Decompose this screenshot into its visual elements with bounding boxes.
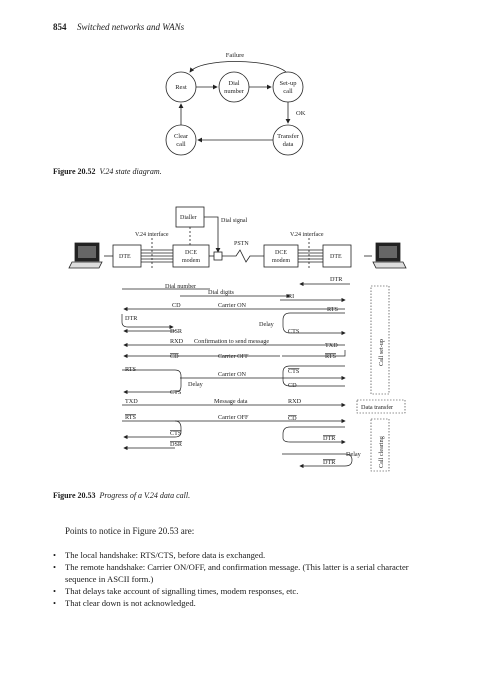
state-transfer-data (272, 124, 304, 156)
figure-20-52-caption: Figure 20.52 V.24 state diagram. (53, 167, 162, 176)
sig-cd-bar-l1: CD (170, 353, 179, 360)
edge-failure-label: Failure (226, 52, 245, 59)
sig-dsr-l1: DSR (170, 328, 183, 335)
state-setup-call (272, 71, 304, 103)
page-number: 854 (53, 22, 67, 32)
state-dial-label-2: number (224, 88, 245, 95)
sig-cd-bar-r: CD (288, 415, 297, 422)
state-setup-label-2: call (283, 88, 293, 95)
sig-txd-r: TXD (325, 342, 338, 349)
sig-delay-3: Delay (346, 451, 362, 458)
sig-message-data: Message data (214, 398, 248, 405)
running-title: Switched networks and WANs (77, 22, 185, 32)
sig-cts-r1: CTS (288, 328, 300, 335)
state-transfer-label-1: Transfer (277, 133, 300, 140)
sig-dial-digits: Dial digits (208, 289, 235, 296)
sig-dtr-r1: DTR (330, 276, 343, 283)
list-item: That delays take account of signalling t… (53, 585, 427, 597)
dce-left-label-1: DCE (185, 250, 197, 256)
points-list: The local handshake: RTS/CTS, before dat… (53, 549, 427, 609)
sig-dsr-bar-l: DSR (170, 441, 183, 448)
figure-20-52-label: Figure 20.52 (53, 167, 96, 176)
phase-clearing-label: Call clearing (378, 436, 385, 468)
phase-transfer-label: Data transfer (361, 404, 393, 411)
figure-20-53-text: Progress of a V.24 data call. (99, 491, 191, 500)
dte-right-label: DTE (330, 254, 342, 260)
sig-cts-l1: CTS (170, 389, 182, 396)
v24-call-diagram: Dialler Dial signal V.24 interface V.24 … (68, 206, 407, 472)
state-clear-label-2: call (176, 141, 186, 148)
sig-carrier-off-1: Carrier OFF (218, 353, 249, 360)
phase-clearing-box (370, 418, 390, 472)
sig-ri: RI (288, 293, 294, 300)
state-setup-label-1: Set-up (280, 80, 297, 87)
sig-rts-l1: RTS (125, 366, 137, 373)
sig-carrier-on-1: Carrier ON (218, 302, 247, 309)
dce-right-label-2: modem (272, 258, 290, 264)
list-item: The remote handshake: Carrier ON/OFF, an… (53, 561, 427, 585)
sig-rxd-r: RXD (288, 398, 302, 405)
sig-cts-bar-r: CTS (288, 368, 300, 375)
sig-carrier-on-2: Carrier ON (218, 371, 247, 378)
state-dial-label-1: Dial (228, 80, 239, 87)
list-item: That clear down is not acknowledged. (53, 597, 427, 609)
dte-left-label: DTE (119, 254, 131, 260)
line-interface-box (213, 251, 223, 261)
sig-rts-bar-l: RTS (125, 414, 137, 421)
pstn-line (222, 249, 264, 263)
sig-rts-r1: RTS (327, 306, 339, 313)
phase-setup-label: Call set-up (378, 339, 385, 366)
sig-cd-l1: CD (172, 302, 181, 309)
sig-rxd-l: RXD (170, 338, 184, 345)
dialler-label: Dialler (180, 215, 197, 221)
sig-cd-r: CD (288, 382, 297, 389)
sig-cts-bar-l: CTS (170, 430, 182, 437)
edge-failure (189, 61, 287, 73)
state-rest-label: Rest (175, 84, 187, 91)
state-dial-number (218, 71, 250, 103)
sig-dtr-l1: DTR (125, 315, 138, 322)
state-transfer-label-2: data (283, 141, 294, 148)
figure-20-53-caption: Figure 20.53 Progress of a V.24 data cal… (53, 491, 190, 500)
v24-interface-left: V.24 interface (135, 231, 169, 238)
sig-delay-2: Delay (188, 381, 204, 388)
state-clear-call (165, 124, 197, 156)
sig-txd-l: TXD (125, 398, 138, 405)
sig-carrier-off-2: Carrier OFF (218, 414, 249, 421)
list-item: The local handshake: RTS/CTS, before dat… (53, 549, 427, 561)
sig-dtr-bar-r2: DTR (323, 459, 336, 466)
state-clear-label-1: Clear (174, 133, 189, 140)
computer-left-icon (68, 242, 103, 269)
edge-ok-label: OK (296, 110, 306, 117)
dial-signal-label: Dial signal (221, 218, 247, 224)
sig-dial-number: Dial number (165, 283, 196, 290)
phase-transfer-box (356, 399, 406, 414)
sig-delay-1: Delay (259, 321, 275, 328)
sig-confirmation: Confirmation to send message (194, 338, 269, 345)
v24-interface-right: V.24 interface (290, 231, 324, 238)
intro-paragraph: Points to notice in Figure 20.53 are: (65, 526, 195, 536)
phase-setup-box (370, 285, 390, 395)
pstn-label: PSTN (234, 241, 249, 247)
sig-rts-bar-r1: RTS (325, 353, 337, 360)
figure-20-53-label: Figure 20.53 (53, 491, 96, 500)
dce-right-label-1: DCE (275, 250, 287, 256)
figure-20-52-text: V.24 state diagram. (99, 167, 162, 176)
dce-left-label-2: modem (182, 258, 200, 264)
sig-dtr-bar-r1: DTR (323, 435, 336, 442)
state-diagram: Rest Dial number Set-up call Clear call … (165, 52, 306, 156)
computer-right-icon (372, 242, 407, 269)
